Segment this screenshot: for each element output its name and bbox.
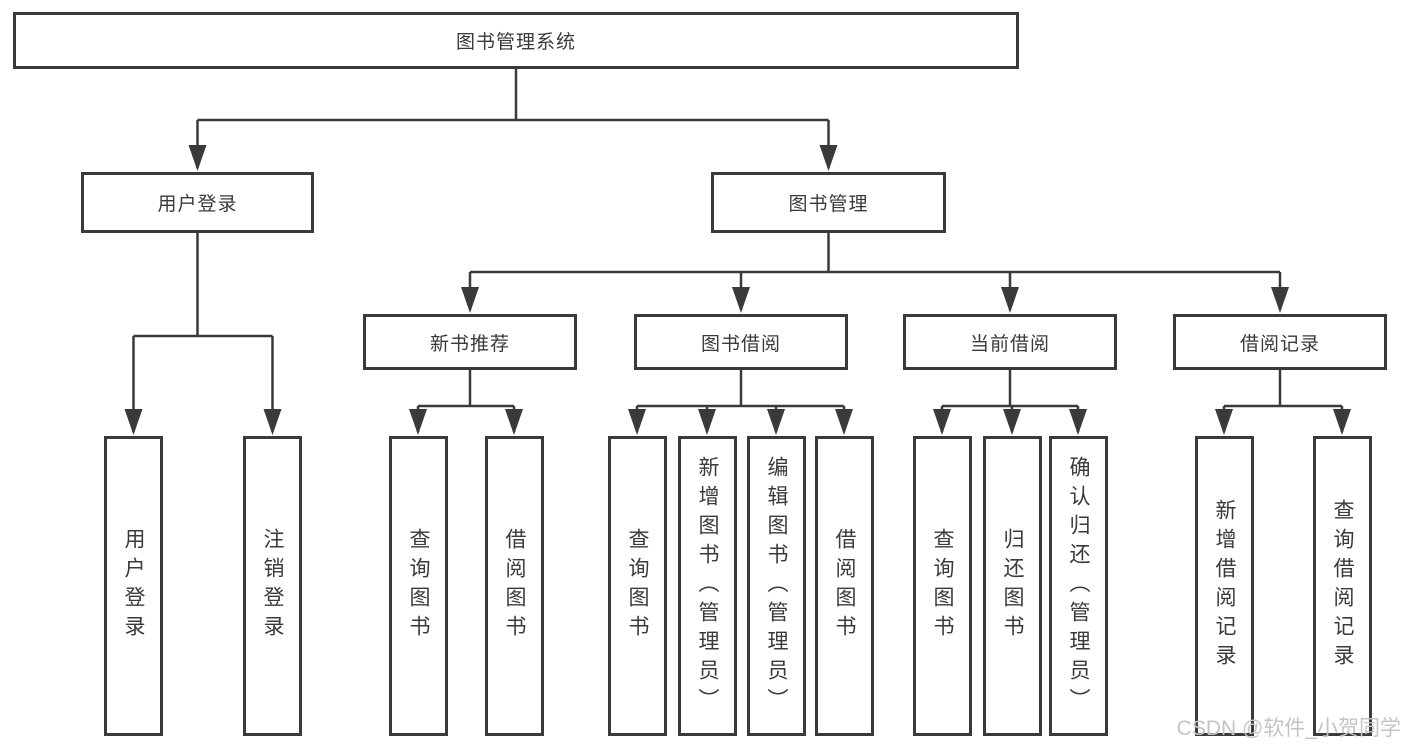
leaf-add-borrow-record: 新增借阅记录 [1195,436,1254,736]
connector-root-to-level2 [196,69,830,168]
connector-book-mgmt-children [468,233,1282,310]
connector-new-book-rec-children [416,370,516,432]
leaf-add-books-admin: 新增图书（管理员） [678,436,737,736]
leaf-return-books: 归还图书 [983,436,1042,736]
leaf-query-books-3: 查询图书 [913,436,972,736]
leaf-query-books-2: 查询图书 [608,436,667,736]
arrowheads [124,145,1351,435]
leaf-edit-books-admin: 编辑图书（管理员） [747,436,806,736]
leaf-query-borrow-record: 查询借阅记录 [1313,436,1372,736]
leaf-user-login: 用户登录 [104,436,163,736]
node-user-login: 用户登录 [81,172,314,233]
leaf-borrow-books-2: 借阅图书 [815,436,874,736]
node-new-book-recommendation: 新书推荐 [363,314,577,370]
connector-book-borrow-children [635,370,846,432]
node-book-borrowing: 图书借阅 [634,314,848,370]
leaf-confirm-return-admin: 确认归还（管理员） [1049,436,1108,736]
node-current-borrowing: 当前借阅 [903,314,1117,370]
leaf-borrow-books-1: 借阅图书 [485,436,544,736]
node-library-management-system: 图书管理系统 [13,12,1019,69]
leaf-query-books-1: 查询图书 [389,436,448,736]
connector-user-login-children [132,233,274,432]
leaf-logout: 注销登录 [243,436,302,736]
node-borrowing-records: 借阅记录 [1173,314,1387,370]
node-book-management: 图书管理 [711,172,946,233]
connector-borrow-records-children [1222,370,1344,432]
csdn-watermark: CSDN @软件_小贺同学 [1176,717,1401,740]
